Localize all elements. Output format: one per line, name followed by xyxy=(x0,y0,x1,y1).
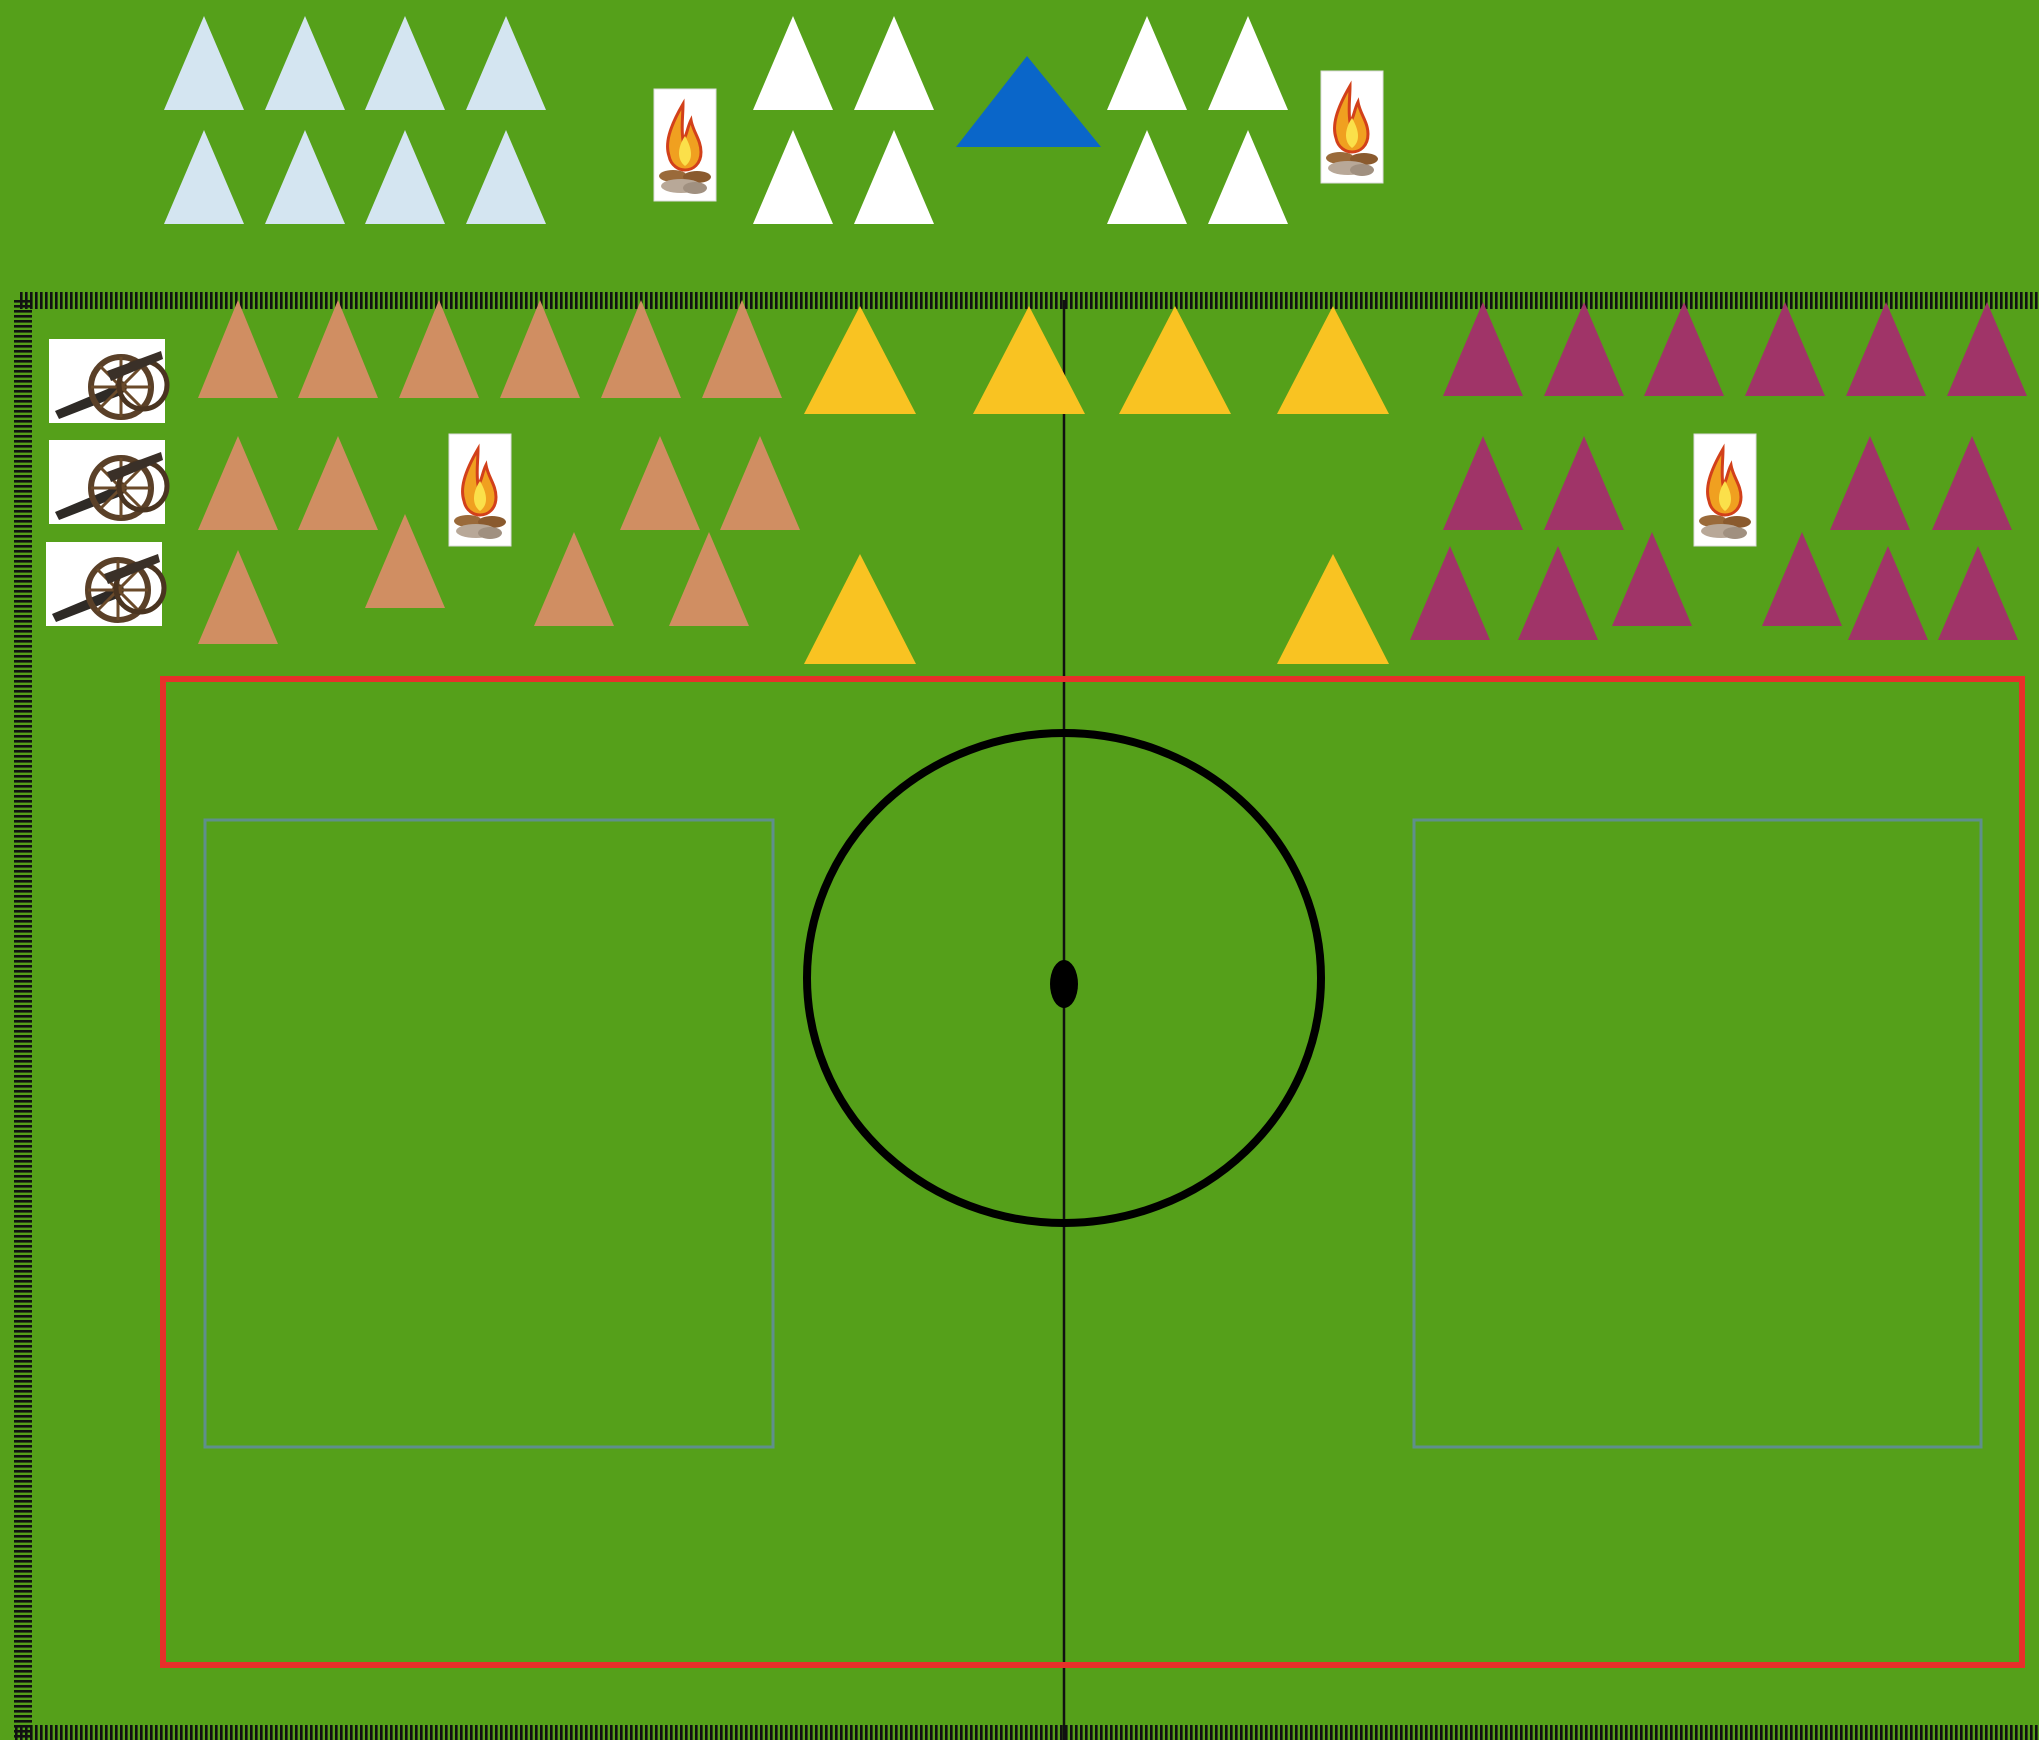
center-spot xyxy=(1050,960,1078,1008)
campfire-icon xyxy=(654,89,716,201)
cannon-icon xyxy=(46,542,164,626)
campfire-icon xyxy=(1694,434,1756,546)
field-boundary-left xyxy=(14,300,32,1740)
field-boundary-bottom xyxy=(14,1725,2039,1740)
campfire-icon xyxy=(449,434,511,546)
cannon-icon xyxy=(49,440,167,524)
field-boundary-top xyxy=(20,292,2039,309)
campfire-icon xyxy=(1321,71,1383,183)
cannon-icon xyxy=(49,339,167,423)
